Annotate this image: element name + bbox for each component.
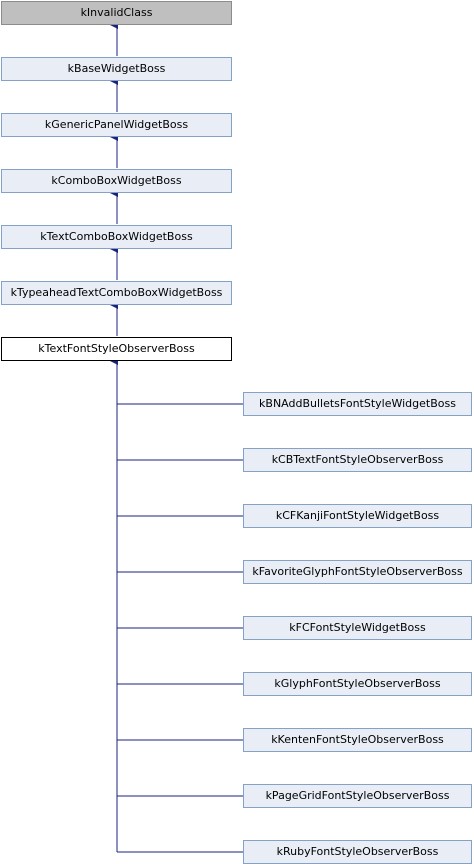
class-node-child-7[interactable]: kKentenFontStyleObserverBoss [243, 728, 472, 752]
class-node-child-4[interactable]: kFavoriteGlyphFontStyleObserverBoss [243, 560, 472, 584]
class-node-child-9[interactable]: kRubyFontStyleObserverBoss [243, 840, 472, 864]
class-node-child-3[interactable]: kCFKanjiFontStyleWidgetBoss [243, 504, 472, 528]
class-node-focus: kTextFontStyleObserverBoss [1, 337, 232, 361]
class-node-child-5[interactable]: kFCFontStyleWidgetBoss [243, 616, 472, 640]
class-node-typeahead-text-combo-box[interactable]: kTypeaheadTextComboBoxWidgetBoss [1, 281, 232, 305]
class-node-text-combo-box[interactable]: kTextComboBoxWidgetBoss [1, 225, 232, 249]
class-node-child-2[interactable]: kCBTextFontStyleObserverBoss [243, 448, 472, 472]
class-node-base-widget[interactable]: kBaseWidgetBoss [1, 57, 232, 81]
class-node-child-8[interactable]: kPageGridFontStyleObserverBoss [243, 784, 472, 808]
class-node-invalid[interactable]: kInvalidClass [1, 1, 232, 25]
class-node-combo-box[interactable]: kComboBoxWidgetBoss [1, 169, 232, 193]
class-node-child-1[interactable]: kBNAddBulletsFontStyleWidgetBoss [243, 392, 472, 416]
class-node-child-6[interactable]: kGlyphFontStyleObserverBoss [243, 672, 472, 696]
class-node-generic-panel[interactable]: kGenericPanelWidgetBoss [1, 113, 232, 137]
